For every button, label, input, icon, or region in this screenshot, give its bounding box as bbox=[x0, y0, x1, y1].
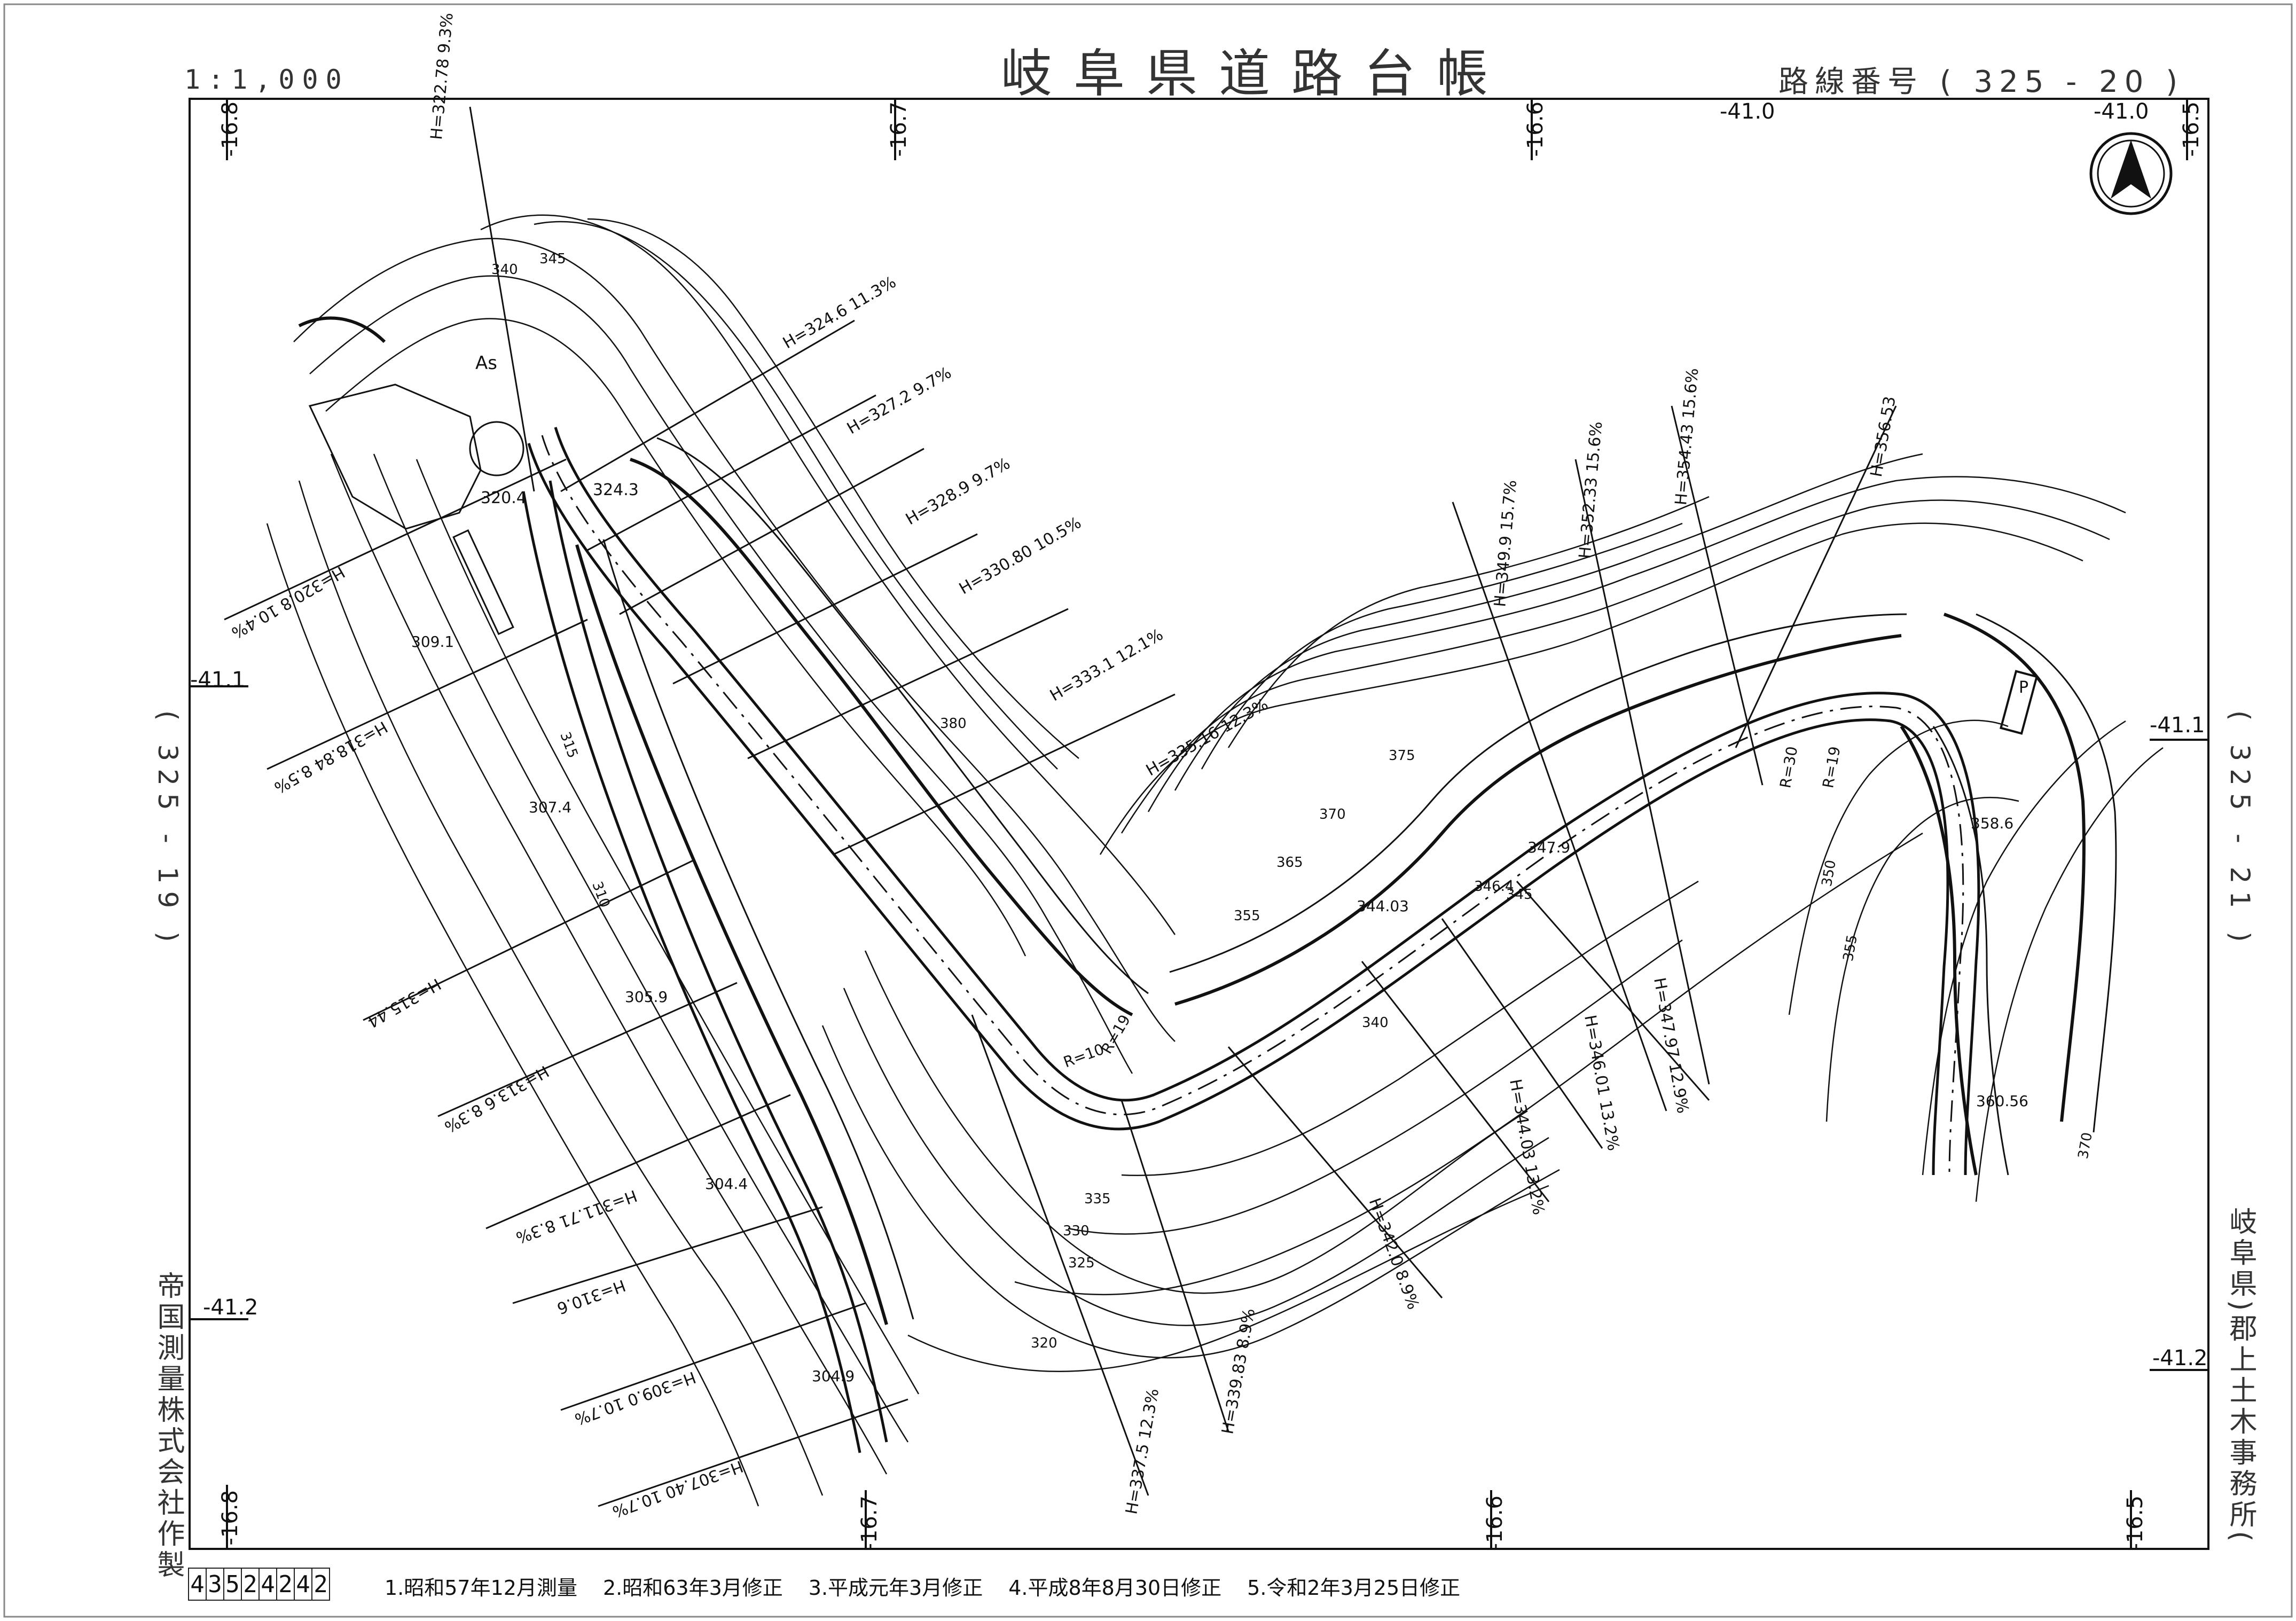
sheet-digit: 3 bbox=[207, 1569, 224, 1600]
route-number-label: 路線番号 bbox=[1778, 65, 1924, 99]
grid-right-1: -41.1 bbox=[2150, 713, 2205, 738]
revision-history: 1.昭和57年12月測量 2.昭和63年3月修正 3.平成元年3月修正 4.平成… bbox=[385, 1571, 1460, 1601]
revision-item: 5.令和2年3月25日修正 bbox=[1247, 1576, 1461, 1600]
contour-label: 370 bbox=[1319, 806, 1346, 823]
grid-left-2: -41.2 bbox=[203, 1295, 258, 1320]
sheet-number-box: 4 3 5 2 4 2 4 2 bbox=[188, 1568, 330, 1601]
route-number-close: ) bbox=[2166, 65, 2184, 99]
elevation-label: 358.6 bbox=[1971, 815, 2014, 832]
contour-label: 340 bbox=[491, 262, 518, 278]
revision-item: 4.平成8年8月30日修正 bbox=[1008, 1576, 1222, 1600]
revision-item: 2.昭和63年3月修正 bbox=[602, 1576, 783, 1600]
elevation-label: 346.4 bbox=[1474, 879, 1514, 895]
contour-label: 380 bbox=[940, 716, 967, 732]
grid-top-y-2: -41.0 bbox=[2094, 99, 2149, 124]
route-number-value: 325 - 20 bbox=[1973, 65, 2150, 99]
contour-label: 320 bbox=[1031, 1335, 1057, 1351]
page-title: 岐阜県道路台帳 bbox=[1001, 44, 1509, 104]
contour-label: 325 bbox=[1068, 1255, 1095, 1271]
contour-label: 330 bbox=[1063, 1223, 1090, 1239]
slope-hatching bbox=[298, 316, 2117, 1325]
scale-label: 1:1,000 bbox=[184, 64, 349, 95]
sheet-digit: 4 bbox=[260, 1569, 277, 1600]
maker-credit: 帝国測量株式会社作製 bbox=[152, 1271, 184, 1581]
grid-right-2: -41.2 bbox=[2152, 1346, 2208, 1371]
route-number-open: ( bbox=[1939, 65, 1958, 99]
revision-item: 1.昭和57年12月測量 bbox=[385, 1576, 577, 1600]
parking-mark: P bbox=[2019, 678, 2029, 697]
elevation-label: 309.1 bbox=[411, 633, 455, 651]
elevation-label: 320.4 bbox=[481, 489, 527, 507]
sheet-digit: 2 bbox=[314, 1570, 328, 1598]
grid-top-y-1: -41.0 bbox=[1720, 99, 1775, 124]
contour-label: 365 bbox=[1276, 855, 1303, 871]
office-credit: 岐阜県)郡上土木事務所( bbox=[2224, 1207, 2256, 1545]
contour-label: 340 bbox=[1362, 1015, 1389, 1031]
cross-section-lines bbox=[224, 106, 1897, 1507]
elevation-label: 307.4 bbox=[529, 798, 572, 816]
contour-label: 375 bbox=[1389, 748, 1415, 764]
north-arrow-icon bbox=[2089, 132, 2173, 215]
right-adjacent-sheet: ( 325 - 21 ) bbox=[2224, 710, 2255, 950]
grid-ticks bbox=[190, 98, 2208, 1549]
road-centerline bbox=[541, 435, 1964, 1176]
left-adjacent-sheet: ( 325 - 19 ) bbox=[152, 710, 183, 950]
parking-area bbox=[308, 383, 524, 635]
elevation-label: 305.9 bbox=[625, 988, 668, 1006]
elevation-label: 304.4 bbox=[705, 1175, 748, 1193]
contour-label: 355 bbox=[1234, 908, 1260, 924]
sheet-digit: 4 bbox=[189, 1569, 207, 1600]
sheet-digit: 4 bbox=[295, 1569, 312, 1600]
elevation-label: 360.56 bbox=[1976, 1092, 2028, 1110]
sheet-digit: 2 bbox=[277, 1569, 295, 1600]
sheet-digit: 2 bbox=[242, 1569, 260, 1600]
elevation-label: 344.03 bbox=[1357, 897, 1409, 915]
revision-item: 3.平成元年3月修正 bbox=[808, 1576, 983, 1600]
map-frame bbox=[189, 98, 2209, 1550]
as-mark: As bbox=[475, 353, 497, 374]
elevation-label: 347.9 bbox=[1527, 839, 1571, 856]
elevation-label: 304.9 bbox=[812, 1367, 855, 1385]
contour-lines bbox=[266, 214, 2164, 1507]
sheet-digit: 5 bbox=[224, 1569, 242, 1600]
route-number: 路線番号 ( 325 - 20 ) bbox=[1778, 58, 2184, 101]
contour-label: 345 bbox=[539, 251, 566, 267]
contour-label: 345 bbox=[1506, 887, 1533, 903]
page-edge bbox=[3, 3, 2293, 1618]
contour-label: 335 bbox=[1084, 1191, 1111, 1207]
elevation-label: 324.3 bbox=[593, 481, 639, 499]
parking-lot-p bbox=[1999, 670, 2039, 735]
grid-left-1: -41.1 bbox=[190, 668, 246, 692]
